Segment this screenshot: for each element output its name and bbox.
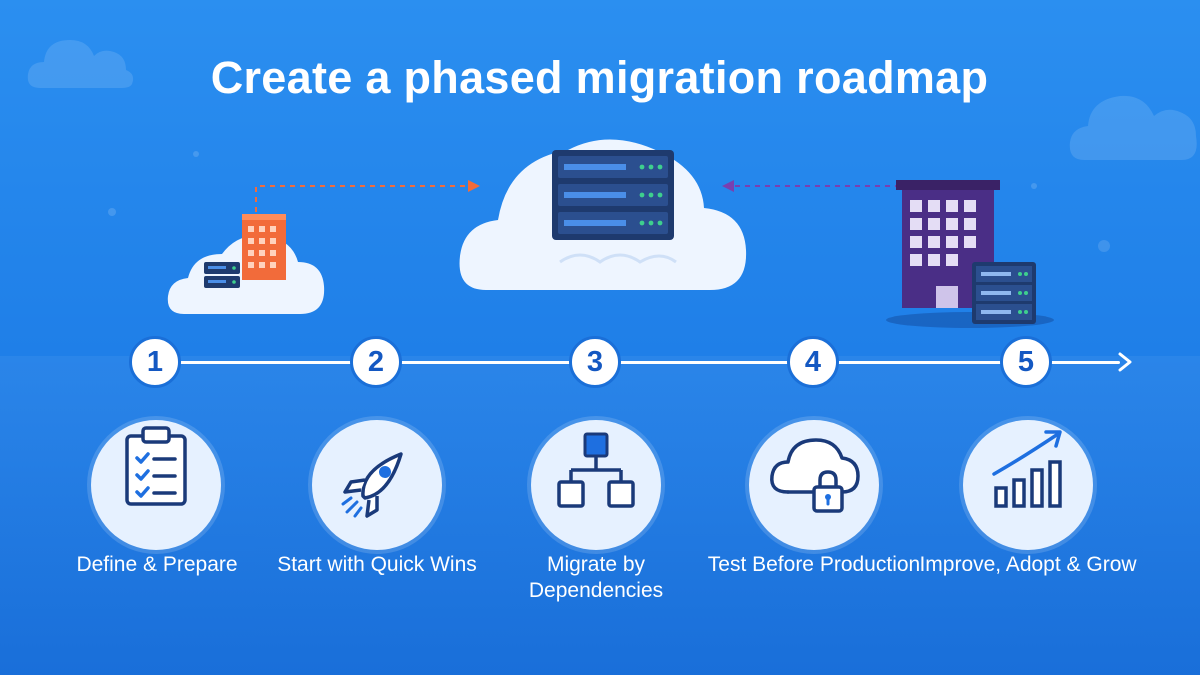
- rocket-icon: [341, 452, 403, 518]
- migration-illustration: [167, 139, 1054, 328]
- page-title: Create a phased migration roadmap: [210, 52, 989, 103]
- step-3-number: 3: [569, 336, 621, 388]
- clipboard-checklist-icon: [125, 426, 187, 506]
- target-cloud-central: [459, 139, 747, 290]
- timeline-line: [180, 361, 1120, 364]
- step-5-circle: [963, 420, 1093, 550]
- step-2-label: Start with Quick Wins: [277, 553, 477, 576]
- hierarchy-icon: [557, 432, 635, 508]
- background-cloud-right: [1069, 95, 1197, 160]
- step-5-label: Improve, Adopt & Grow: [919, 553, 1137, 576]
- step-4-number: 4: [787, 336, 839, 388]
- background-dots: [0, 0, 1200, 360]
- source-datacenter-large: [886, 180, 1054, 328]
- step-4-label: Test Before Production: [707, 553, 921, 576]
- growth-chart-icon: [992, 430, 1062, 508]
- step-1-label: Define & Prepare: [76, 553, 238, 576]
- step-1-number: 1: [129, 336, 181, 388]
- timeline-arrow-icon: [1118, 352, 1132, 372]
- cloud-lock-icon: [770, 438, 860, 513]
- step-5-number: 5: [1000, 336, 1052, 388]
- step-2-number: 2: [350, 336, 402, 388]
- source-cloud-small: [167, 214, 325, 314]
- background-cloud-left: [27, 40, 134, 88]
- step-3-label: Migrate by Dependencies: [528, 553, 664, 602]
